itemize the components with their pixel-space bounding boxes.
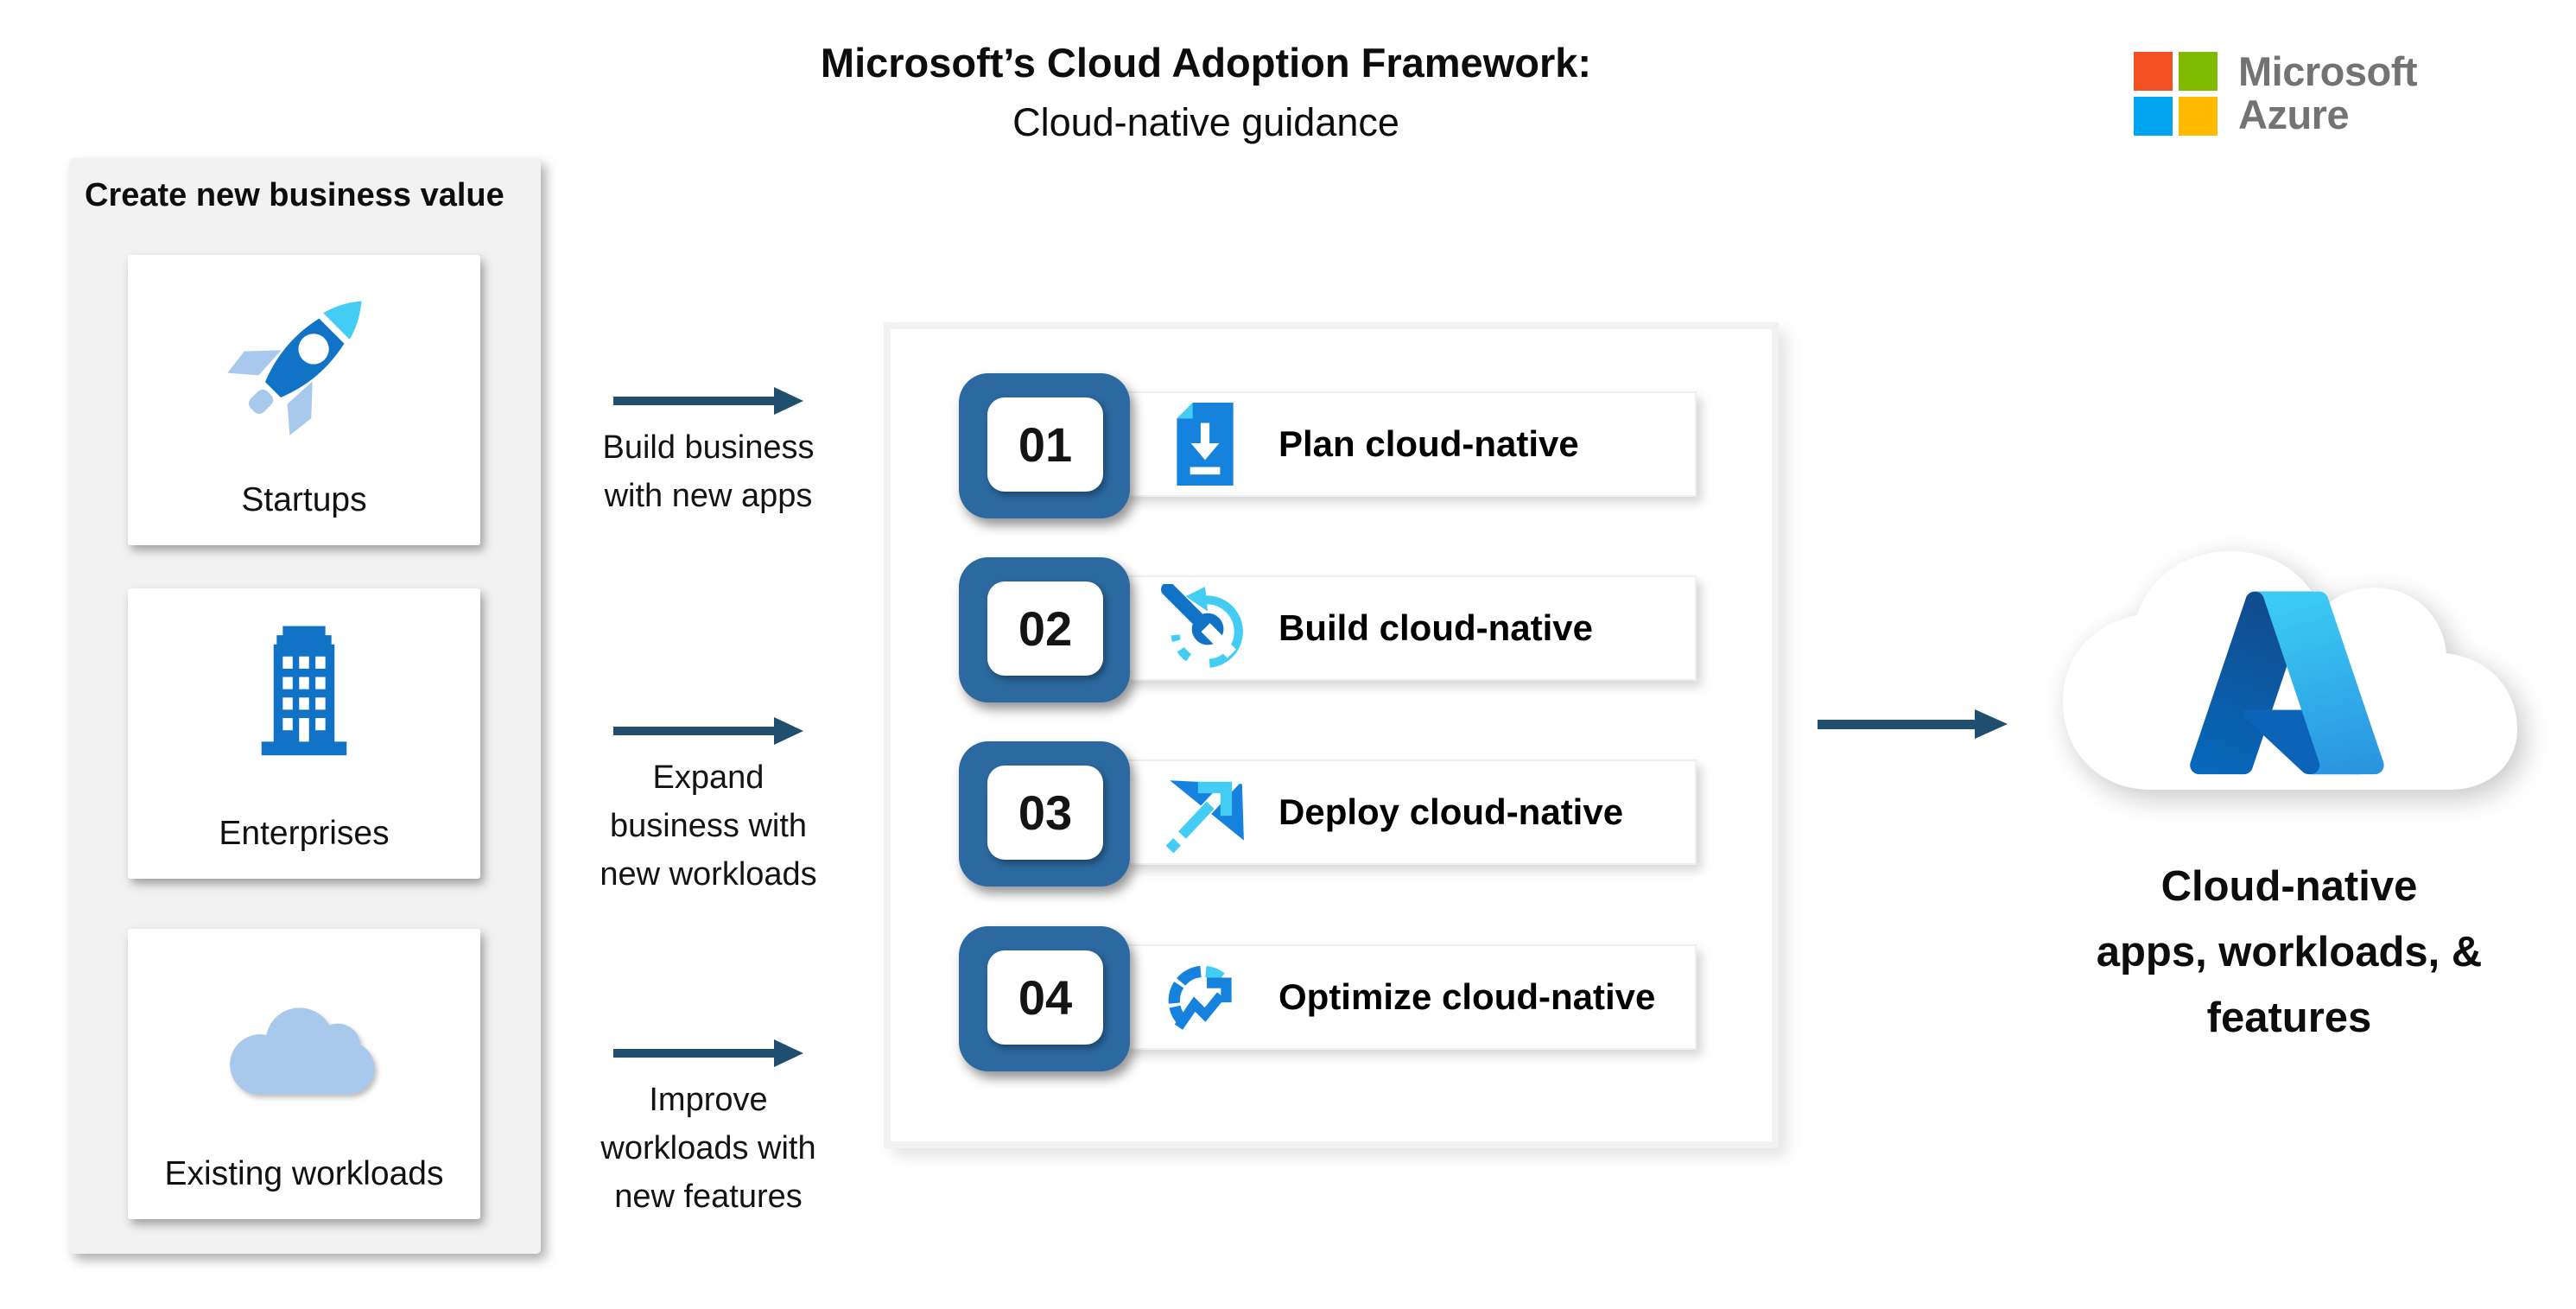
step-number: 02 — [987, 581, 1103, 676]
step-number-tile-04: 04 — [959, 926, 1130, 1071]
brand-wordmark: Microsoft Azure — [2238, 48, 2418, 137]
step-number-tile-01: 01 — [959, 373, 1130, 518]
deploy-up-right-arrow-icon — [1161, 774, 1244, 856]
title-line-1: Microsoft’s Cloud Adoption Framework: — [820, 40, 1592, 86]
brand-line-azure: Azure — [2238, 92, 2350, 137]
right-arrow-icon — [562, 717, 855, 745]
flow-build-business: Build business with new apps — [562, 387, 855, 520]
flow-label-line: Expand — [652, 759, 765, 796]
step-bar-plan: Plan cloud-native — [1125, 391, 1697, 497]
microsoft-logo-icon — [2134, 51, 2218, 136]
flow-label-line: Improve — [649, 1082, 768, 1118]
step-number-tile-02: 02 — [959, 557, 1130, 702]
microsoft-azure-logo: Microsoft Azure — [2134, 48, 2418, 137]
flow-label-line: with new apps — [604, 478, 813, 514]
ms-square-blue — [2134, 96, 2173, 136]
build-wrench-sync-icon — [1161, 584, 1243, 668]
plan-download-document-icon — [1177, 403, 1234, 486]
step-number: 03 — [987, 766, 1103, 860]
step-label: Optimize cloud-native — [1278, 976, 1656, 1017]
right-arrow-icon — [562, 387, 855, 415]
step-bar-deploy: Deploy cloud-native — [1125, 759, 1697, 865]
create-business-value-panel: Create new business value Startups — [69, 158, 541, 1254]
card-existing-workloads: Existing workloads — [128, 929, 480, 1219]
optimize-gauge-trend-icon — [1168, 965, 1232, 1030]
flow-improve-workloads: Improve workloads with new features — [562, 1039, 855, 1221]
right-arrow-icon — [562, 1039, 855, 1067]
flow-label-line: workloads with — [600, 1130, 816, 1166]
brand-line-microsoft: Microsoft — [2238, 48, 2418, 94]
output-caption-line: Cloud-native — [2160, 863, 2418, 910]
panel-header: Create new business value — [85, 177, 504, 213]
step-number: 04 — [987, 950, 1103, 1045]
ms-square-green — [2179, 51, 2218, 91]
card-enterprises: Enterprises — [128, 588, 480, 879]
ms-square-red — [2134, 51, 2173, 91]
office-building-icon — [261, 626, 347, 756]
step-number-tile-03: 03 — [959, 741, 1130, 886]
flow-label-line: new workloads — [600, 856, 817, 893]
flow-expand-business: Expand business with new workloads — [562, 717, 855, 899]
step-bar-build: Build cloud-native — [1125, 575, 1697, 681]
flow-label: Expand business with new workloads — [562, 753, 855, 899]
card-label: Startups — [241, 481, 367, 518]
flow-label: Improve workloads with new features — [562, 1076, 855, 1221]
output-arrow-icon — [1818, 709, 2008, 739]
cloud-icon — [230, 1007, 375, 1095]
step-label: Build cloud-native — [1278, 607, 1594, 648]
azure-cloud-icon — [2063, 551, 2517, 790]
step-label: Deploy cloud-native — [1278, 791, 1624, 832]
output-caption-line: apps, workloads, & — [2096, 929, 2483, 975]
rocket-icon — [227, 301, 362, 435]
card-startups: Startups — [128, 255, 480, 545]
flow-label: Build business with new apps — [562, 423, 855, 520]
output-caption-line: features — [2206, 994, 2372, 1041]
title-line-2: Cloud-native guidance — [1012, 100, 1399, 144]
step-number: 01 — [987, 397, 1103, 492]
step-label: Plan cloud-native — [1278, 423, 1579, 464]
output-caption: Cloud-native apps, workloads, & features — [2013, 854, 2566, 1051]
ms-square-yellow — [2179, 96, 2218, 136]
flow-label-line: business with — [609, 808, 808, 844]
card-label: Existing workloads — [164, 1155, 444, 1192]
flow-label-line: Build business — [602, 429, 815, 466]
step-bar-optimize: Optimize cloud-native — [1125, 944, 1697, 1050]
page-title: Microsoft’s Cloud Adoption Framework: Cl… — [683, 35, 1729, 154]
flow-label-line: new features — [614, 1179, 803, 1215]
card-label: Enterprises — [219, 815, 390, 852]
